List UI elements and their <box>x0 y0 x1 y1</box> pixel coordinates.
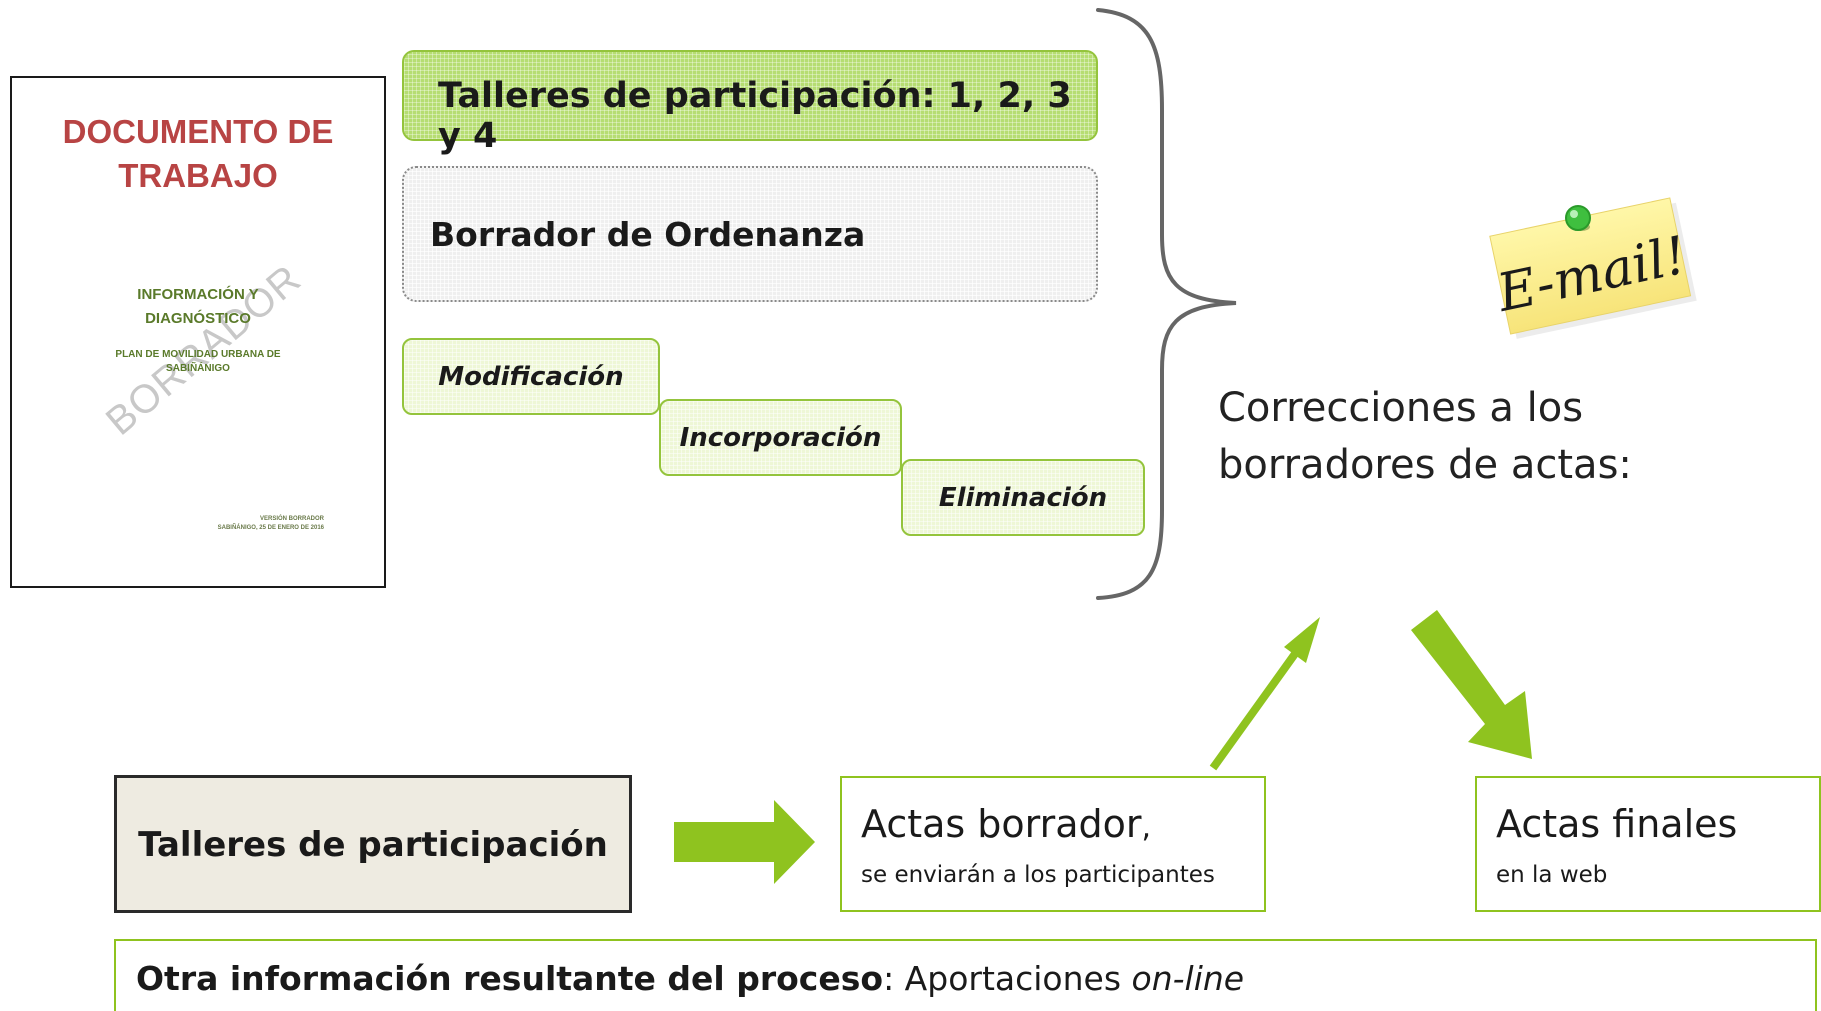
actas-borrador-box: Actas borrador, se enviarán a los partic… <box>840 776 1266 912</box>
step-incorporacion-label: Incorporación <box>679 423 882 453</box>
arrow-down-right-icon <box>1411 610 1532 759</box>
document-plan-line1: PLAN DE MOVILIDAD URBANA DE <box>115 349 281 360</box>
talleres-participacion-box: Talleres de participación: 1, 2, 3 y 4 <box>402 50 1098 156</box>
arrow-right-icon <box>674 800 815 884</box>
step-eliminacion: Eliminación <box>901 459 1145 536</box>
document-plan-line2: SABIÑÁNIGO <box>166 363 230 374</box>
step-modificacion: Modificación <box>402 338 660 415</box>
step-incorporacion: Incorporación <box>659 399 902 476</box>
otra-informacion-bold: Otra información resultante del proceso <box>136 959 884 998</box>
document-title: DOCUMENTO DE TRABAJO <box>12 110 384 198</box>
step-modificacion-label: Modificación <box>438 362 624 392</box>
actas-borrador-title: Actas borrador, <box>861 802 1151 846</box>
email-sticker: E-mail! <box>1489 197 1697 339</box>
step-eliminacion-label: Eliminación <box>938 483 1108 513</box>
curly-brace-icon <box>1096 8 1237 600</box>
talleres-proceso-box: Talleres de participación <box>114 775 632 913</box>
otra-informacion-text: Otra información resultante del proceso:… <box>136 959 1244 998</box>
document-subtitle-line2: DIAGNÓSTICO <box>145 310 251 327</box>
document-version: VERSIÓN BORRADOR SABIÑÁNIGO, 25 DE ENERO… <box>218 515 324 533</box>
actas-finales-box: Actas finales en la web <box>1475 776 1821 912</box>
document-subtitle-line1: INFORMACIÓN Y <box>137 286 259 303</box>
actas-borrador-subtitle: se enviarán a los participantes <box>861 862 1215 888</box>
talleres-proceso-label: Talleres de participación <box>138 825 608 865</box>
otra-informacion-colon: : Aportaciones <box>883 959 1132 998</box>
borrador-ordenanza-box: Borrador de Ordenanza <box>402 166 1098 302</box>
actas-finales-title: Actas finales <box>1496 802 1738 846</box>
document-version-line2: SABIÑÁNIGO, 25 DE ENERO DE 2016 <box>217 525 324 531</box>
document-version-line1: VERSIÓN BORRADOR <box>259 516 324 522</box>
document-cover: DOCUMENTO DE TRABAJO BORRADOR INFORMACIÓ… <box>10 76 386 588</box>
document-plan: PLAN DE MOVILIDAD URBANA DE SABIÑÁNIGO <box>12 348 384 376</box>
correcciones-line1: Correcciones a los <box>1218 385 1584 431</box>
correcciones-line2: borradores de actas: <box>1218 442 1632 488</box>
arrow-up-right-line <box>1209 641 1306 771</box>
arrow-up-right-head <box>1284 617 1320 663</box>
correcciones-text: Correcciones a los borradores de actas: <box>1218 380 1632 494</box>
document-title-line1: DOCUMENTO DE <box>62 113 334 150</box>
borrador-ordenanza-label: Borrador de Ordenanza <box>430 215 866 254</box>
pushpin-icon <box>1565 205 1591 231</box>
otra-informacion-italic: on-line <box>1131 959 1245 998</box>
document-title-line2: TRABAJO <box>118 157 278 194</box>
document-subtitle: INFORMACIÓN Y DIAGNÓSTICO <box>12 283 384 331</box>
otra-informacion-box: Otra información resultante del proceso:… <box>114 939 1817 1011</box>
actas-finales-subtitle: en la web <box>1496 862 1608 888</box>
talleres-participacion-label: Talleres de participación: 1, 2, 3 y 4 <box>438 76 1072 156</box>
actas-borrador-title-text: Actas borrador <box>861 802 1142 846</box>
actas-borrador-comma: , <box>1141 810 1152 845</box>
